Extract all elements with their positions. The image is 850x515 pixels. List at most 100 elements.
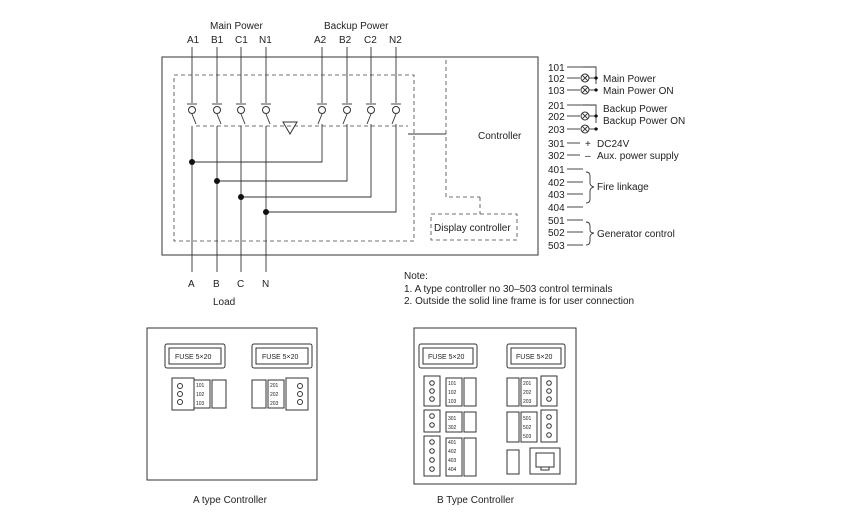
fire-linkage-text: Fire linkage: [597, 182, 649, 193]
a-type-controller-panel: FUSE 5×20 FUSE 5×20 101 102 103 201 202 …: [146, 327, 318, 481]
phase-label-n1: N1: [259, 35, 272, 46]
terminal-label: 103: [196, 401, 205, 407]
load-phase-n: N: [262, 279, 269, 290]
terminal-label: 404: [448, 467, 457, 473]
contact-terminals: [187, 103, 401, 114]
terminal-501: 501: [548, 216, 565, 227]
terminal-connector: [423, 409, 441, 433]
backup-to-load-wires: [192, 124, 397, 213]
phase-label-a1: A1: [187, 35, 200, 46]
main-power-text: Main Power: [603, 74, 656, 85]
fuse-label: FUSE 5×20: [175, 354, 211, 361]
terminal-301: 301: [548, 139, 565, 150]
terminal-connector: [285, 377, 309, 411]
main-phase-labels: A1 B1 C1 N1: [187, 35, 272, 46]
terminal-label: 202: [523, 390, 532, 396]
fuse-label: FUSE 5×20: [262, 354, 298, 361]
fuse-window: [255, 347, 309, 365]
terminal-label: 202: [270, 392, 279, 398]
terminal-connector: [423, 375, 441, 407]
terminal-502: 502: [548, 228, 565, 239]
display-module: [506, 449, 520, 475]
terminal-203: 203: [548, 125, 565, 136]
note-1: 1. A type controller no 30–503 control t…: [404, 284, 612, 295]
fuse-holder: [418, 343, 478, 369]
fuse-holder: [251, 343, 313, 369]
fuse-window: [422, 347, 474, 365]
terminal-label: 402: [448, 449, 457, 455]
switch-dashed-frame: [173, 74, 415, 242]
load-phase-c: C: [237, 279, 244, 290]
load-phase-b: B: [213, 279, 220, 290]
phase-label-b1: B1: [211, 35, 224, 46]
terminal-label: 203: [270, 401, 279, 407]
main-power-lamps: [580, 66, 598, 95]
terminal-label: 403: [448, 458, 457, 464]
terminal-connector: [540, 375, 558, 407]
backup-power-label: Backup Power: [324, 21, 389, 32]
terminal-503: 503: [548, 241, 565, 252]
backup-input-wires: [321, 47, 397, 103]
minus-sign: –: [585, 151, 591, 162]
terminal-404: 404: [548, 203, 565, 214]
display-controller-label: Display controller: [434, 223, 511, 234]
backup-power-text: Backup Power: [603, 104, 668, 115]
b-type-caption: B Type Controller: [437, 495, 515, 506]
fuse-holder: [164, 343, 226, 369]
junction-dots: [189, 159, 269, 215]
phase-label-c1: C1: [235, 35, 248, 46]
fuse-window: [510, 347, 562, 365]
terminal-201: 201: [548, 101, 565, 112]
fuse-label: FUSE 5×20: [516, 354, 552, 361]
a-type-panel-frame: [146, 327, 318, 481]
plus-sign: +: [585, 139, 591, 150]
controller-dashed-divider: [445, 60, 480, 198]
main-power-on-text: Main Power ON: [603, 86, 674, 97]
terminal-label: 301: [448, 416, 457, 422]
load-label: Load: [213, 297, 235, 308]
fuse-window: [168, 347, 222, 365]
terminal-302: 302: [548, 151, 565, 162]
terminal-leads: [567, 66, 583, 246]
backup-phase-labels: A2 B2 C2 N2: [314, 35, 402, 46]
terminal-101: 101: [548, 63, 565, 74]
main-input-wires: [191, 47, 267, 103]
generator-control-brace: [585, 221, 595, 246]
b-type-controller-panel: FUSE 5×20 FUSE 5×20 101 102 103 301 302 …: [413, 327, 577, 485]
terminal-label: 103: [448, 399, 457, 405]
terminal-403: 403: [548, 190, 565, 201]
terminal-connector: [540, 409, 558, 443]
switch-solid-frame: [161, 56, 539, 256]
terminal-numbers: 101 102 103 201 202 203 301 302 401 402 …: [548, 63, 565, 252]
a-type-caption: A type Controller: [193, 495, 268, 506]
phase-label-b2: B2: [339, 35, 352, 46]
interlock-triangle: [282, 121, 298, 135]
terminal-401: 401: [548, 165, 565, 176]
terminal-label: 201: [523, 381, 532, 387]
note-title: Note:: [404, 271, 428, 282]
phase-label-n2: N2: [389, 35, 402, 46]
generator-control-text: Generator control: [597, 229, 675, 240]
fire-linkage-brace: [585, 171, 595, 204]
terminal-402: 402: [548, 178, 565, 189]
terminal-label: 102: [196, 392, 205, 398]
terminal-connector: [423, 435, 441, 477]
terminal-label: 101: [196, 383, 205, 389]
fuse-label: FUSE 5×20: [428, 354, 464, 361]
b-type-panel-frame: [413, 327, 577, 485]
switch-blades: [191, 113, 397, 125]
network-port-icon: [529, 447, 561, 475]
terminal-label: 502: [523, 425, 532, 431]
controller-label: Controller: [478, 131, 522, 142]
aux-power-text: Aux. power supply: [597, 151, 679, 162]
main-to-load-wires: [191, 126, 267, 272]
main-power-label: Main Power: [210, 21, 263, 32]
terminal-label: 201: [270, 383, 279, 389]
fuse-holder: [506, 343, 566, 369]
terminal-202: 202: [548, 112, 565, 123]
display-controller-box: [430, 213, 518, 241]
load-phase-a: A: [188, 279, 195, 290]
terminal-103: 103: [548, 86, 565, 97]
